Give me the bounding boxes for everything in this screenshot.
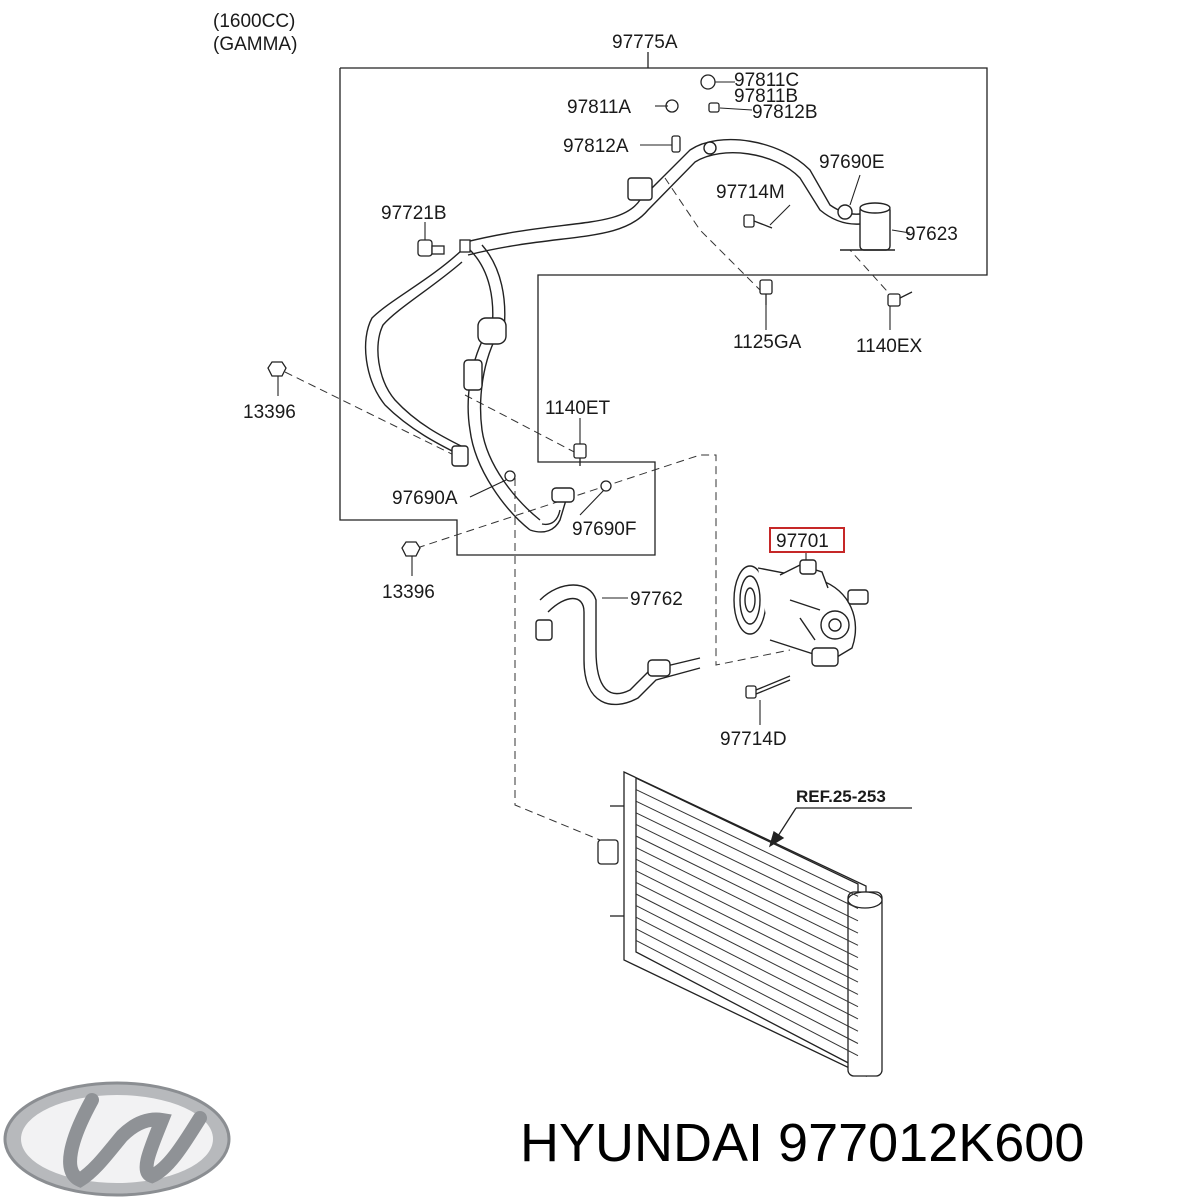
label-97775A: 97775A xyxy=(612,32,678,53)
label-97690A: 97690A xyxy=(392,488,458,509)
hyundai-logo xyxy=(3,1081,231,1197)
label-97811A: 97811A xyxy=(567,97,631,118)
condenser-fin xyxy=(635,916,859,1032)
hose-fittings xyxy=(451,141,853,503)
label-97690F: 97690F xyxy=(572,519,636,540)
label-97701: 97701 xyxy=(776,531,829,552)
discharge-hose xyxy=(535,584,701,706)
label-1125GA: 1125GA xyxy=(733,332,802,353)
engine-spec-line1: (1600CC) xyxy=(213,11,295,32)
assembly-boundary xyxy=(339,52,988,556)
condenser-fin xyxy=(635,847,859,959)
small-parts xyxy=(267,74,913,557)
condenser-fin xyxy=(635,812,859,922)
bolt-97714D xyxy=(745,675,791,699)
dashed-leaders xyxy=(284,177,896,841)
condenser-fin xyxy=(635,939,859,1057)
condenser-fin xyxy=(635,870,859,983)
label-97812B: 97812B xyxy=(752,102,818,123)
label-1140EX: 1140EX xyxy=(856,336,923,357)
label-97721B: 97721B xyxy=(381,203,447,224)
label-13396-top: 13396 xyxy=(243,402,296,423)
product-caption: HYUNDAI 977012K600 xyxy=(520,1108,1190,1178)
leader-lines xyxy=(277,81,911,725)
label-97762: 97762 xyxy=(630,589,683,610)
condenser-fin xyxy=(635,835,859,946)
label-97714M: 97714M xyxy=(716,182,785,203)
ac-compressor xyxy=(733,559,869,667)
condenser-fin xyxy=(635,789,859,897)
condenser-fin xyxy=(635,893,859,1008)
receiver-drier xyxy=(840,202,895,251)
label-97811C: 97811C xyxy=(734,70,799,91)
label-97623: 97623 xyxy=(905,224,958,245)
label-97811B: 97811B xyxy=(734,86,798,107)
label-condenser-ref: REF.25-253 xyxy=(796,787,886,806)
condenser-fin xyxy=(635,881,859,995)
label-97714D: 97714D xyxy=(720,729,787,750)
suction-hose xyxy=(364,138,861,533)
label-97690E: 97690E xyxy=(819,152,885,173)
condenser-fin xyxy=(635,823,859,934)
condenser-ref-leader xyxy=(768,807,912,848)
part-number: 977012K600 xyxy=(778,1113,1085,1173)
highlight-box-97701 xyxy=(769,527,845,553)
condenser-fin xyxy=(635,905,859,1020)
engine-spec-line2: (GAMMA) xyxy=(213,34,297,55)
condenser-fin xyxy=(635,928,859,1044)
condenser-fin xyxy=(635,800,859,909)
label-13396-bottom: 13396 xyxy=(382,582,435,603)
condenser-fins xyxy=(635,789,859,1057)
label-97812A: 97812A xyxy=(563,136,629,157)
condenser-fin xyxy=(635,858,859,971)
label-1140ET: 1140ET xyxy=(545,398,611,419)
brand-name: HYUNDAI xyxy=(520,1113,764,1173)
